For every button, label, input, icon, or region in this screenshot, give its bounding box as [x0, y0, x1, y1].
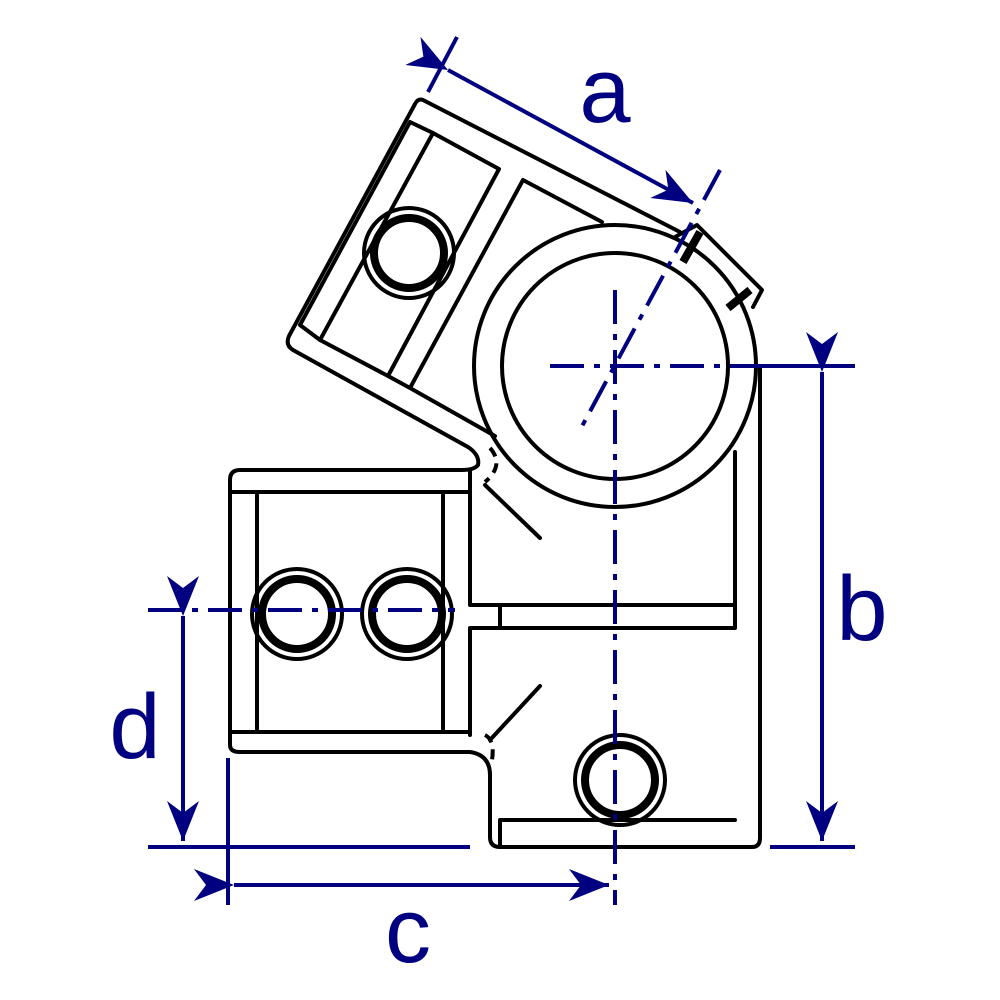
- dimension-label-c: c: [385, 880, 431, 982]
- dimension-a: a: [405, 36, 694, 205]
- dimension-label-d: d: [109, 676, 160, 778]
- dimension-label-a: a: [579, 40, 631, 142]
- bolt-left-2: [360, 567, 454, 661]
- bolt-bottom: [573, 733, 667, 827]
- dimension-b: b: [735, 332, 888, 849]
- dimension-label-b: b: [836, 558, 887, 660]
- dimension-d: d: [109, 576, 470, 849]
- bolt-top: [362, 206, 456, 300]
- bolt-left-1: [250, 567, 344, 661]
- centerlines: [148, 169, 735, 905]
- dimension-c: c: [194, 758, 609, 982]
